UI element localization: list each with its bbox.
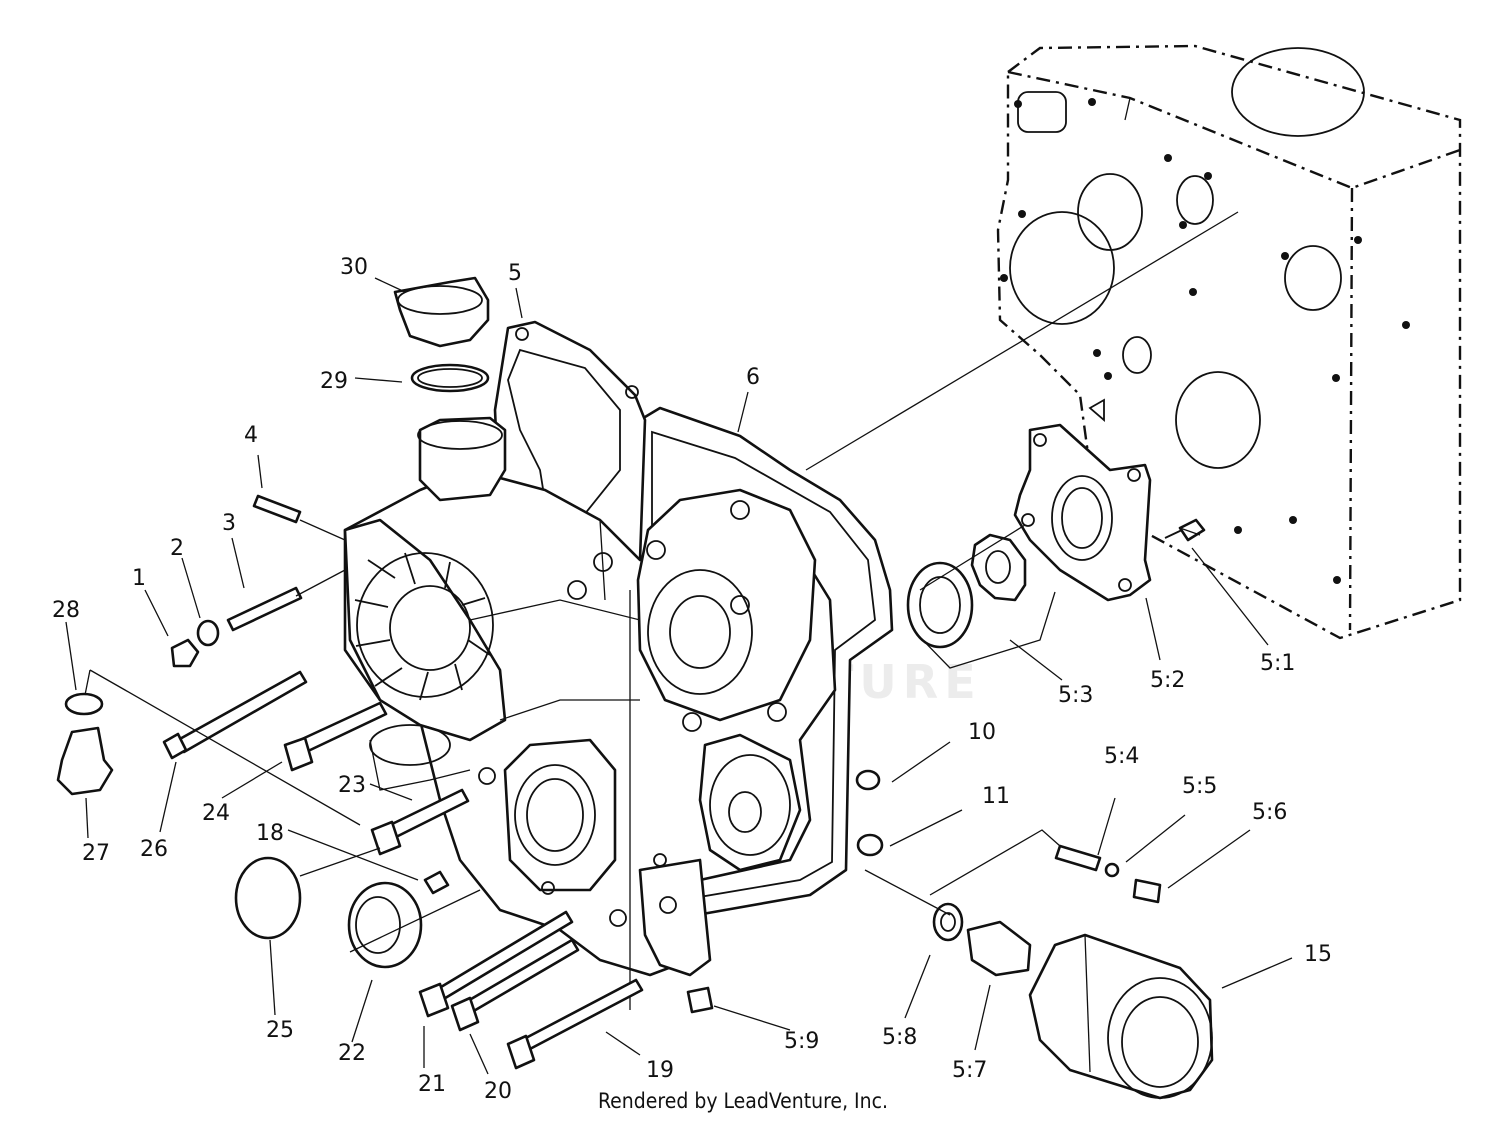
- callout-27: 27: [82, 841, 110, 866]
- callout-5-6: 5:6: [1252, 800, 1287, 825]
- callout-5-4: 5:4: [1104, 744, 1139, 769]
- callout-26: 26: [140, 837, 168, 862]
- credit-text: Rendered by LeadVenture, Inc.: [598, 1089, 888, 1113]
- callout-5-8: 5:8: [882, 1025, 917, 1050]
- callout-5: 5: [508, 261, 522, 286]
- callout-1: 1: [132, 566, 146, 591]
- callout-24: 24: [202, 801, 230, 826]
- oil-pump-assembly: [906, 423, 1206, 649]
- leader-lines: [65, 211, 1293, 1075]
- engine-block: [996, 44, 1462, 640]
- callout-5-5: 5:5: [1182, 774, 1217, 799]
- hardware-parts: [56, 276, 1214, 1100]
- callout-10: 10: [968, 720, 996, 745]
- callout-28: 28: [52, 598, 80, 623]
- callout-29: 29: [320, 369, 348, 394]
- callout-22: 22: [338, 1041, 366, 1066]
- callout-6: 6: [746, 365, 760, 390]
- callout-5-2: 5:2: [1150, 668, 1185, 693]
- callout-20: 20: [484, 1079, 512, 1104]
- callout-15: 15: [1304, 942, 1332, 967]
- callout-23: 23: [338, 773, 366, 798]
- callout-4: 4: [244, 423, 258, 448]
- callout-3: 3: [222, 511, 236, 536]
- timing-cover-housing: [343, 320, 894, 1010]
- callout-18: 18: [256, 821, 284, 846]
- callout-5-1: 5:1: [1260, 651, 1295, 676]
- callout-labels: 30 5 29 6 4 3 2 1 28 27 26 24 23 18 25 2…: [52, 255, 1332, 1104]
- callout-5-7: 5:7: [952, 1058, 987, 1083]
- callout-21: 21: [418, 1072, 446, 1097]
- callout-5-3: 5:3: [1058, 683, 1093, 708]
- callout-25: 25: [266, 1018, 294, 1043]
- callout-5-9: 5:9: [784, 1029, 819, 1054]
- callout-11: 11: [982, 784, 1010, 809]
- callout-30: 30: [340, 255, 368, 280]
- callout-2: 2: [170, 536, 184, 561]
- callout-19: 19: [646, 1058, 674, 1083]
